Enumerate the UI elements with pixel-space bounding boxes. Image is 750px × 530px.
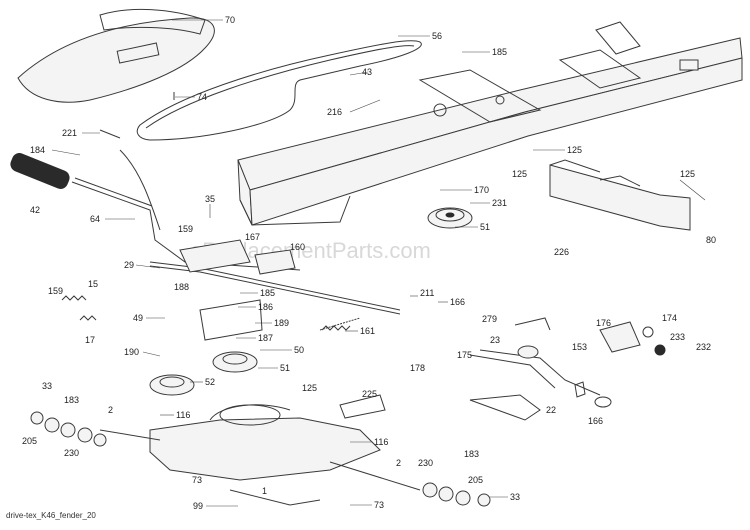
callout-174: 174 bbox=[662, 313, 677, 323]
callout-2-left: 2 bbox=[108, 405, 113, 415]
callout-153: 153 bbox=[572, 342, 587, 352]
linkage-rods bbox=[149, 239, 401, 341]
callout-74: 74 bbox=[197, 92, 207, 102]
callout-22: 22 bbox=[546, 405, 556, 415]
callout-80: 80 bbox=[706, 235, 716, 245]
callout-70: 70 bbox=[225, 15, 235, 25]
callout-233: 233 bbox=[670, 332, 685, 342]
callout-159: 159 bbox=[178, 224, 193, 234]
callout-166: 166 bbox=[450, 297, 465, 307]
callout-167: 167 bbox=[245, 232, 260, 242]
callout-42: 42 bbox=[30, 205, 40, 215]
callout-56: 56 bbox=[432, 31, 442, 41]
callout-205-right: 205 bbox=[468, 475, 483, 485]
callouts: 70 56 185 74 43 216 221 184 42 64 35 159… bbox=[22, 15, 716, 511]
drive-belt bbox=[136, 40, 422, 141]
callout-187: 187 bbox=[258, 333, 273, 343]
callout-170: 170 bbox=[474, 185, 489, 195]
spring-parts bbox=[61, 295, 351, 331]
callout-116-top: 116 bbox=[176, 410, 190, 420]
callout-51-pulley: 51 bbox=[480, 222, 490, 232]
callout-15: 15 bbox=[88, 279, 98, 289]
fender-drawing bbox=[17, 8, 215, 103]
callout-33-left: 33 bbox=[42, 381, 52, 391]
callout-33-right: 33 bbox=[510, 492, 520, 502]
callout-52: 52 bbox=[205, 377, 215, 387]
callout-166-right: 166 bbox=[588, 416, 603, 426]
callout-183-right: 183 bbox=[464, 449, 479, 459]
callout-226: 226 bbox=[554, 247, 569, 257]
callout-188: 188 bbox=[174, 282, 189, 292]
rear-bracket bbox=[549, 159, 691, 231]
axle-parts bbox=[30, 411, 491, 507]
callout-1: 1 bbox=[262, 486, 267, 496]
callout-185: 185 bbox=[492, 47, 507, 57]
callout-43: 43 bbox=[362, 67, 372, 77]
callout-99: 99 bbox=[193, 501, 203, 511]
callout-51: 51 bbox=[280, 363, 290, 373]
callout-205-left: 205 bbox=[22, 436, 37, 446]
callout-125-right: 125 bbox=[680, 169, 695, 179]
callout-23: 23 bbox=[490, 335, 500, 345]
callout-225: 225 bbox=[362, 389, 377, 399]
callout-178: 178 bbox=[410, 363, 425, 373]
callout-190: 190 bbox=[124, 347, 139, 357]
callout-64: 64 bbox=[90, 214, 100, 224]
callout-186: 186 bbox=[258, 302, 273, 312]
callout-50: 50 bbox=[294, 345, 304, 355]
callout-125-mid: 125 bbox=[512, 169, 527, 179]
callout-125-top: 125 bbox=[567, 145, 582, 155]
callout-161: 161 bbox=[360, 326, 375, 336]
frame bbox=[237, 21, 743, 226]
callout-216: 216 bbox=[327, 107, 342, 117]
callout-230-left: 230 bbox=[64, 448, 79, 458]
callout-279: 279 bbox=[482, 314, 497, 324]
callout-17: 17 bbox=[85, 335, 95, 345]
callout-211: 211 bbox=[420, 288, 434, 298]
callout-159-left: 159 bbox=[48, 286, 63, 296]
callout-116-lower: 116 bbox=[374, 437, 388, 447]
callout-35: 35 bbox=[205, 194, 215, 204]
callout-230-right: 230 bbox=[418, 458, 433, 468]
callout-175: 175 bbox=[457, 350, 472, 360]
callout-29: 29 bbox=[124, 260, 134, 270]
callout-73-left: 73 bbox=[192, 475, 202, 485]
pulleys bbox=[149, 207, 473, 396]
callout-221: 221 bbox=[62, 128, 77, 138]
callout-49: 49 bbox=[133, 313, 143, 323]
callout-176: 176 bbox=[596, 318, 611, 328]
callout-73-right: 73 bbox=[374, 500, 384, 510]
callout-185-lower: 185 bbox=[260, 288, 275, 298]
callout-2-right: 2 bbox=[396, 458, 401, 468]
callout-183-left: 183 bbox=[64, 395, 79, 405]
transaxle bbox=[99, 394, 421, 506]
callout-232: 232 bbox=[696, 342, 711, 352]
callout-231: 231 bbox=[492, 198, 507, 208]
right-assembly bbox=[469, 317, 666, 421]
drawing-code: drive-tex_K46_fender_20 bbox=[6, 511, 96, 520]
callout-189: 189 bbox=[274, 318, 289, 328]
callout-125-lower: 125 bbox=[302, 383, 317, 393]
callout-160: 160 bbox=[290, 242, 305, 252]
callout-184: 184 bbox=[30, 145, 45, 155]
